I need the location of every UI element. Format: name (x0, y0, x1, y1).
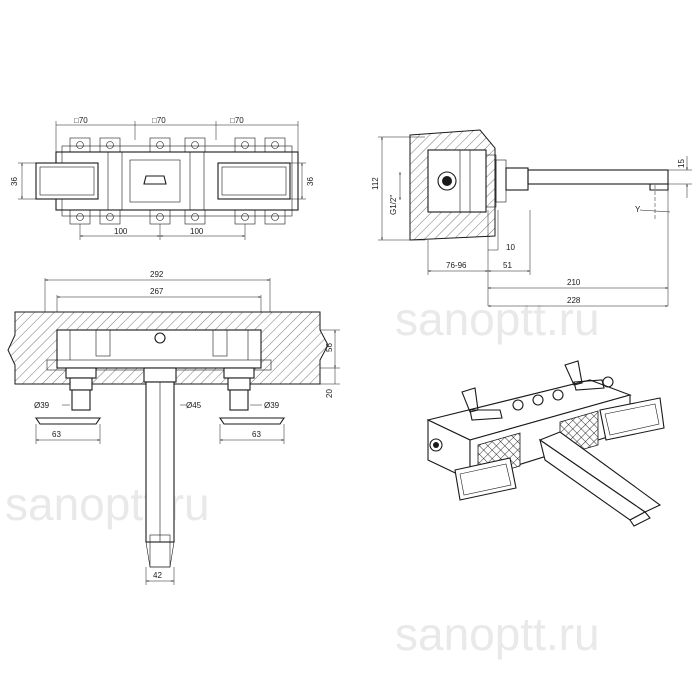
watermark-2: sanoptt.ru (5, 478, 210, 530)
spout-width-label: 42 (153, 571, 162, 580)
right-handle-width-label: 63 (252, 430, 261, 439)
spout-side (527, 169, 669, 185)
iso-left-handle (454, 457, 517, 501)
iso-spout (538, 431, 662, 513)
box-depth-label: 56 (325, 343, 334, 352)
right-handle-front (218, 417, 286, 425)
overall-width-label: 292 (150, 270, 164, 279)
offset-label: 51 (503, 261, 512, 270)
watermark-1: sanoptt.ru (395, 293, 600, 345)
left-handle-top (35, 162, 99, 200)
left-diameter-label: Ø39 (34, 401, 50, 410)
left-handle-width-label: 63 (52, 430, 61, 439)
right-diameter-label: Ø39 (264, 401, 280, 410)
opening-right-label: □70 (230, 116, 244, 125)
iso-right-handle (599, 397, 665, 441)
projection-label: 210 (567, 278, 581, 287)
box-height-label: 112 (371, 177, 380, 190)
watermark-3: sanoptt.ru (395, 608, 600, 660)
thread-label: G1/2" (389, 195, 398, 215)
valve-box-front (56, 329, 262, 369)
plate-label: 10 (506, 243, 515, 252)
left-handle-front (34, 417, 102, 425)
valve-box-side (427, 149, 487, 213)
inner-width-label: 267 (150, 287, 164, 296)
center-diameter-label: Ø45 (186, 401, 202, 410)
watermarks: sanoptt.ru sanoptt.ru sanoptt.ru (5, 293, 600, 660)
axis-y-label: Y (635, 205, 641, 214)
opening-center-label: □70 (152, 116, 166, 125)
top-view: □70 □70 □70 (10, 116, 315, 240)
front-view: 292 267 56 20 (7, 270, 340, 585)
depth-range-label: 76-96 (446, 261, 467, 270)
spout-top (143, 175, 167, 185)
opening-left-label: □70 (74, 116, 88, 125)
height-left-label: 36 (10, 177, 19, 186)
right-handle-top (217, 162, 291, 200)
spout-thickness-label: 15 (677, 159, 686, 168)
spacing-left-label: 100 (114, 227, 128, 236)
isometric-view (426, 360, 665, 527)
trim-depth-label: 20 (325, 389, 334, 398)
side-view: Y 112 G1/2" 15 10 76-96 51 210 228 (371, 129, 692, 307)
total-length-label: 228 (567, 296, 581, 305)
spacing-right-label: 100 (190, 227, 204, 236)
height-right-label: 36 (306, 177, 315, 186)
